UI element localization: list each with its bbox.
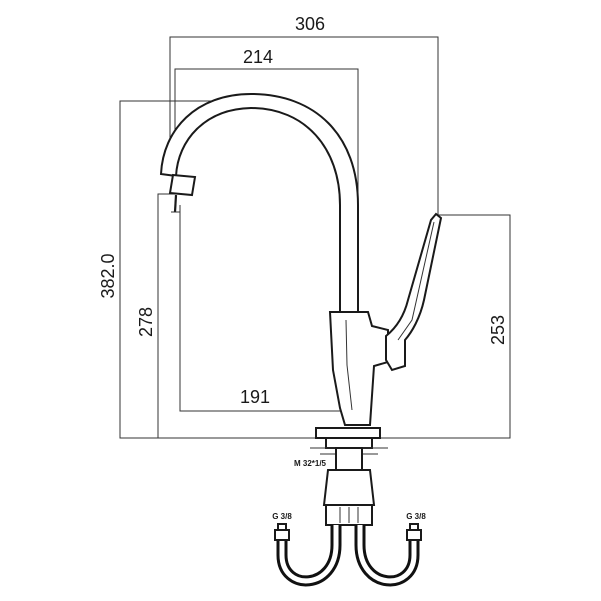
thread-label: M 32*1/5 <box>294 459 327 468</box>
faucet-body <box>159 92 443 526</box>
dim-label-382: 382.0 <box>98 253 118 298</box>
fitting-right <box>406 529 422 541</box>
deck-plate <box>325 437 373 449</box>
dim-label-214: 214 <box>243 47 273 67</box>
lever-handle <box>385 212 443 372</box>
body-column-edge <box>345 319 353 411</box>
water-stream <box>173 194 178 213</box>
dimension-lines <box>119 36 511 439</box>
dim-line-306 <box>169 36 439 215</box>
deck-flange <box>315 427 381 439</box>
dim-label-253: 253 <box>488 315 508 345</box>
hoses <box>274 523 422 587</box>
dim-line-278 <box>157 193 175 438</box>
dim-line-214 <box>174 68 359 300</box>
mounting-nut <box>322 469 376 506</box>
dim-label-306: 306 <box>295 14 325 34</box>
hose-left-label: G 3/8 <box>272 512 292 521</box>
threaded-shank <box>335 447 363 471</box>
aerator <box>168 173 197 197</box>
dim-line-253 <box>380 214 511 439</box>
dim-line-382 <box>119 100 320 439</box>
fitting-left-tip <box>277 523 287 531</box>
fitting-left <box>274 529 290 541</box>
spout <box>159 92 359 313</box>
fitting-right-tip <box>409 523 419 531</box>
dim-line-191 <box>179 205 340 412</box>
lever-edge <box>397 221 435 341</box>
hose-left-inner <box>279 525 339 584</box>
dim-label-278: 278 <box>136 307 156 337</box>
hose-right-inner <box>357 525 417 584</box>
dimension-labels: 306 214 191 382.0 278 253 M 32*1/5 G 3/8… <box>98 14 508 521</box>
dim-label-191: 191 <box>240 387 270 407</box>
hose-right-label: G 3/8 <box>406 512 426 521</box>
body-column <box>328 311 389 426</box>
